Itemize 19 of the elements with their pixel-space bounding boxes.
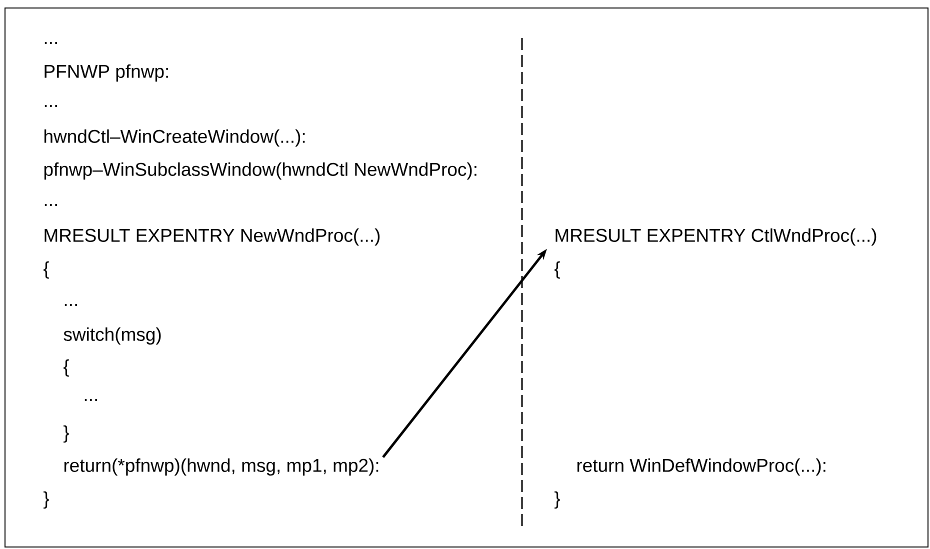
code-line: { <box>64 359 70 377</box>
code-line: { <box>554 261 560 279</box>
code-line: ... <box>44 42 57 44</box>
code-line: ... <box>64 304 77 306</box>
code-line: } <box>64 425 70 443</box>
code-line: MRESULT EXPENTRY CtlWndProc(...) <box>556 228 876 246</box>
code-line: } <box>44 491 50 509</box>
code-line: pfnwp–WinSubclassWindow(hwndCtl NewWndProc): <box>44 162 476 180</box>
code-line: return WinDefWindowProc(...): <box>577 458 826 476</box>
code-line: ... <box>44 204 57 206</box>
code-line: PFNWP pfnwp: <box>44 64 168 82</box>
code-line: ... <box>84 399 97 401</box>
code-line: hwndCtl–WinCreateWindow(...): <box>44 129 305 147</box>
code-line: ... <box>44 105 57 107</box>
code-line: return(*pfnwp)(hwnd, msg, mp1, mp2): <box>64 458 378 476</box>
code-line: } <box>554 491 560 509</box>
code-line: { <box>44 261 50 279</box>
code-line: switch(msg) <box>64 327 161 345</box>
code-line: MRESULT EXPENTRY NewWndProc(...) <box>44 228 380 246</box>
